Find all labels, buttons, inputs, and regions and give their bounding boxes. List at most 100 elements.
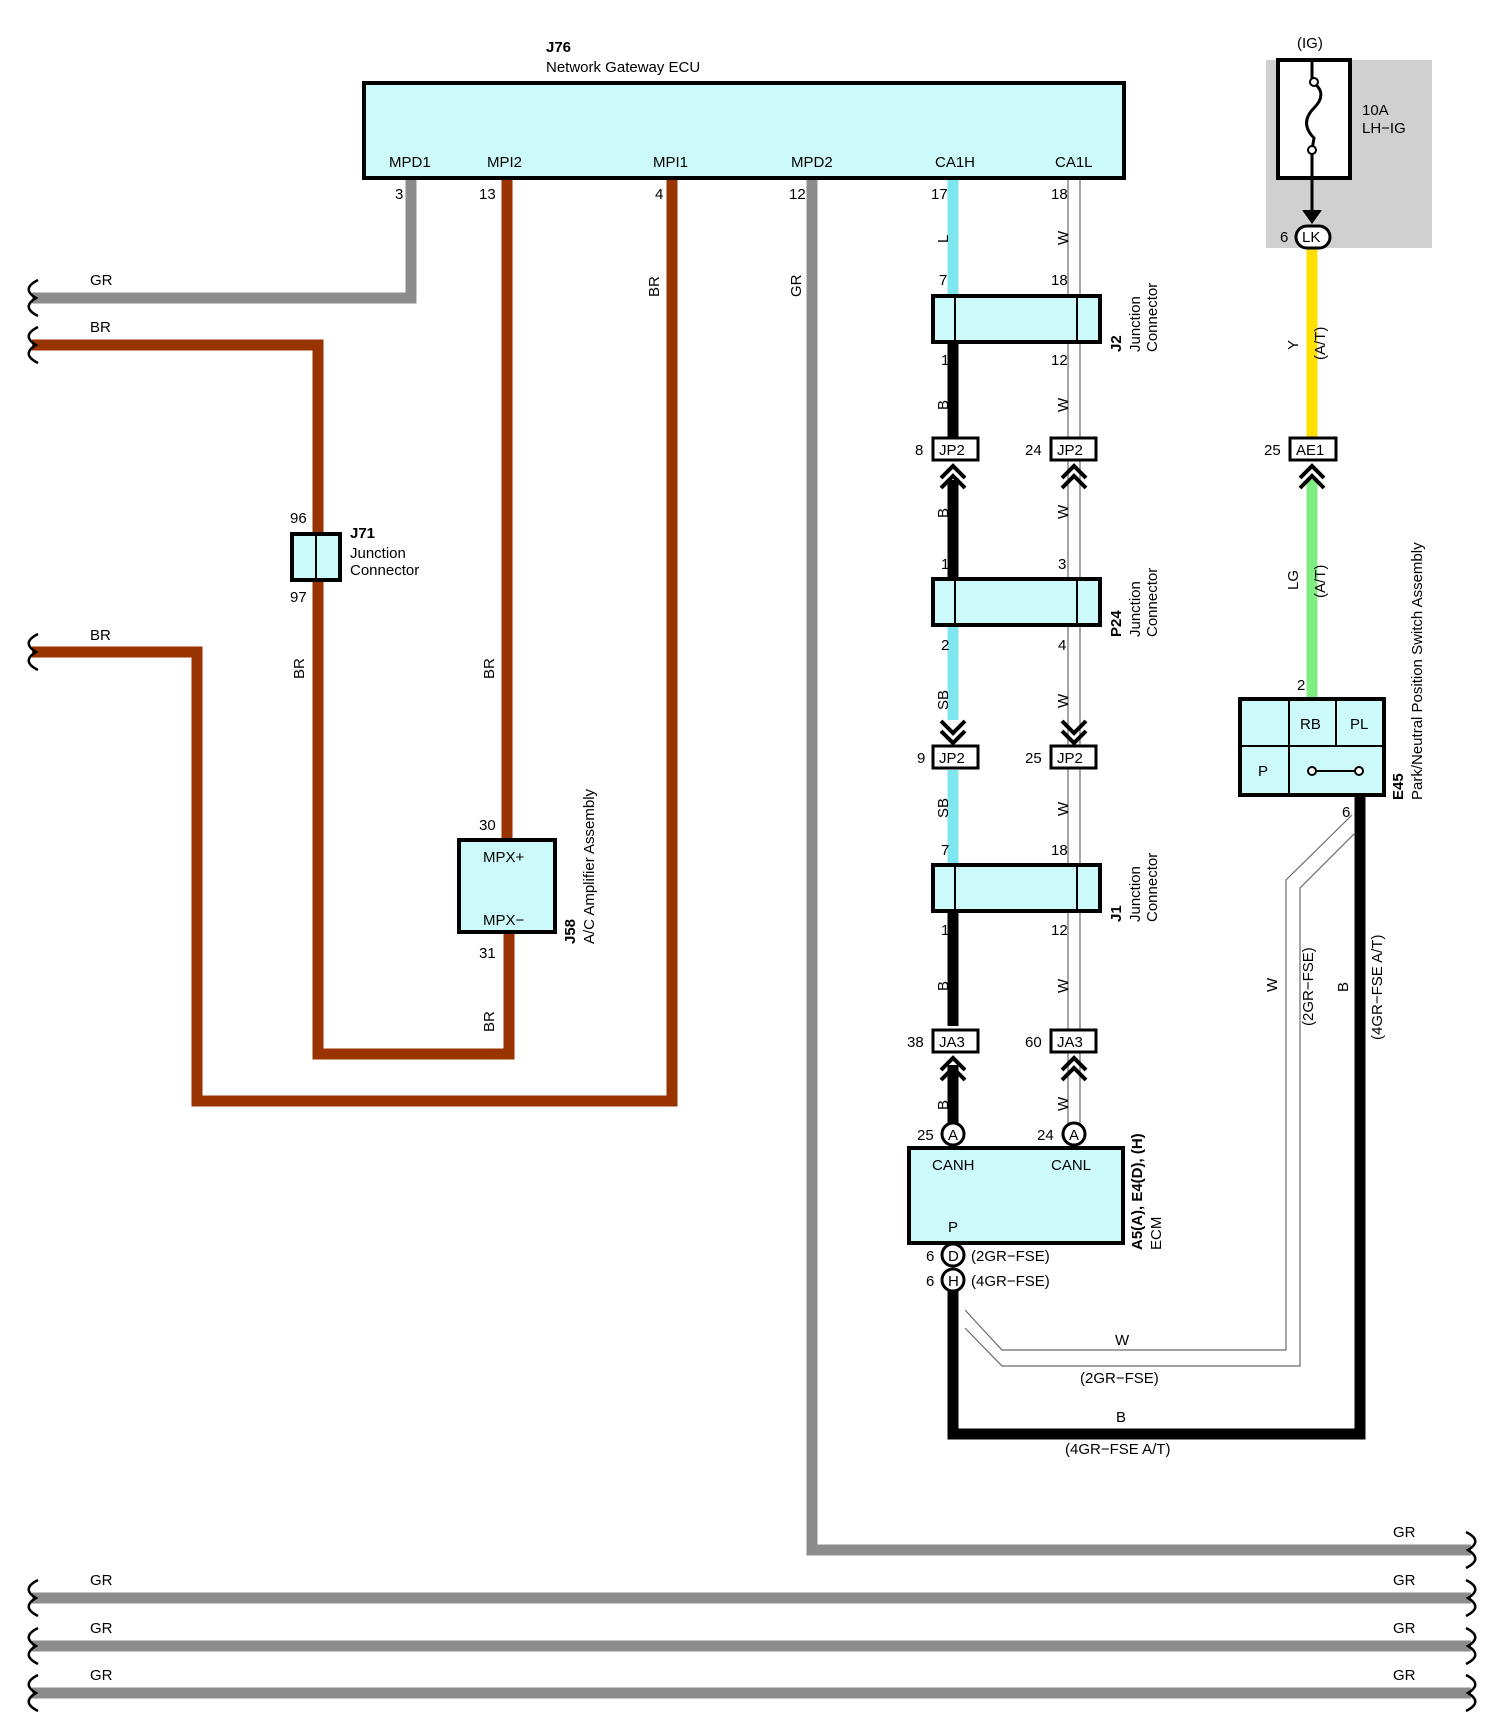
fuse-connector: LK xyxy=(1302,229,1320,246)
j1-pin-out-l: 1 xyxy=(941,922,949,939)
svg-text:JP2: JP2 xyxy=(1057,750,1083,767)
connector-jp2-9: JP2 9 xyxy=(917,719,980,770)
connector-jp2-25: JP2 25 xyxy=(1025,719,1098,770)
wc-b-4gr-h: B xyxy=(1116,1409,1126,1426)
wc-b-4gr-h-note: (4GR−FSE A/T) xyxy=(1065,1441,1170,1458)
j58-id: J58 xyxy=(562,919,579,944)
wc-b-3: B xyxy=(935,981,952,991)
svg-text:38: 38 xyxy=(907,1034,924,1051)
wc-gr-l3: GR xyxy=(90,1620,113,1637)
junction-connector-j71: 96 97 J71 Junction Connector xyxy=(290,510,419,606)
terminal-ca1h: CA1H xyxy=(935,154,975,171)
ecm-conn-a-right: A xyxy=(1069,1127,1079,1144)
wc-b-4gr-v: B xyxy=(1335,982,1352,992)
wc-l: L xyxy=(935,235,952,243)
j71-pin-bottom: 97 xyxy=(290,589,307,606)
p24-pin-out-l: 2 xyxy=(941,637,949,654)
chevron-up-icon xyxy=(1060,463,1088,490)
p24-pin-out-r: 4 xyxy=(1058,637,1066,654)
svg-text:60: 60 xyxy=(1025,1034,1042,1051)
wc-b-4: B xyxy=(935,1100,952,1110)
j2-id: J2 xyxy=(1108,335,1125,352)
fuse-source: (IG) xyxy=(1297,35,1323,52)
j58-name: A/C Amplifier Assembly xyxy=(581,788,598,944)
wc-br-2: BR xyxy=(90,627,111,644)
wc-b-2: B xyxy=(935,508,952,518)
wc-w-7: W xyxy=(1055,1096,1072,1111)
j2-pin-out-l: 1 xyxy=(941,352,949,369)
fuse-arrow-icon xyxy=(1302,210,1322,224)
chevron-up-icon xyxy=(939,1055,967,1082)
terminal-mpi1: MPI1 xyxy=(653,154,688,171)
chevron-up-icon xyxy=(1060,1055,1088,1082)
wc-b-4gr-v-note: (4GR−FSE A/T) xyxy=(1369,935,1386,1040)
wc-w-1: W xyxy=(1055,230,1072,245)
p24-line2: Connector xyxy=(1144,568,1161,637)
connector-ja3-38: JA3 38 xyxy=(907,1028,980,1082)
switch-contact-icon xyxy=(1307,766,1364,776)
wc-br-1: BR xyxy=(90,319,111,336)
e45-cell-rb: RB xyxy=(1300,716,1321,733)
svg-text:24: 24 xyxy=(1025,442,1042,459)
connector-jp2-24: JP2 24 xyxy=(1025,436,1098,490)
svg-text:JA3: JA3 xyxy=(939,1034,965,1051)
svg-text:8: 8 xyxy=(915,442,923,459)
j1-line1: Junction xyxy=(1127,866,1144,922)
wc-gr-r1: GR xyxy=(1393,1524,1416,1541)
ecm-term-canh: CANH xyxy=(932,1157,975,1174)
ecm-conn-a-left: A xyxy=(948,1127,958,1144)
p24-line1: Junction xyxy=(1127,581,1144,637)
j71-pin-top: 96 xyxy=(290,510,307,527)
fuse-name: LH−IG xyxy=(1362,120,1406,137)
svg-text:25: 25 xyxy=(1025,750,1042,767)
wire-gr-mpd2 xyxy=(806,180,1471,1556)
wc-br-v1: BR xyxy=(291,658,308,679)
connector-jp2-8: JP2 8 xyxy=(915,436,980,490)
j1-pin-in-r: 18 xyxy=(1051,842,1068,859)
wc-gr-r2: GR xyxy=(1393,1572,1416,1589)
connector-ae1: AE1 25 xyxy=(1264,436,1338,490)
j71-id: J71 xyxy=(350,525,375,542)
junction-connector-j2: 7 18 1 12 J2 Junction Connector xyxy=(931,272,1161,369)
j58-pin-bottom: 31 xyxy=(479,945,496,962)
ecm-pin-d: 6 xyxy=(926,1248,934,1265)
e45-pin-in: 2 xyxy=(1297,677,1305,694)
chevron-up-icon xyxy=(939,463,967,490)
j58-pin-top: 30 xyxy=(479,817,496,834)
ecm-term-canl: CANL xyxy=(1051,1157,1091,1174)
wc-w-6: W xyxy=(1055,978,1072,993)
wc-b-1: B xyxy=(935,400,952,410)
j1-line2: Connector xyxy=(1144,853,1161,922)
svg-text:JP2: JP2 xyxy=(1057,442,1083,459)
terminal-mpd1: MPD1 xyxy=(389,154,431,171)
park-neutral-switch-e45: RB PL P 2 6 E45 Park/Neutral Position Sw… xyxy=(1238,542,1426,821)
ecm-id: A5(A), E4(D), (H) xyxy=(1129,1133,1146,1250)
wc-w-2gr-v-note: (2GR−FSE) xyxy=(1300,947,1317,1026)
ecm: A A 25 24 CANH CANL P A5(A), E4(D), (H) … xyxy=(907,1121,1165,1293)
j2-line2: Connector xyxy=(1144,283,1161,352)
wire-gr-mpd1 xyxy=(32,180,417,304)
ecm-pin-canh: 25 xyxy=(917,1127,934,1144)
chevron-down-icon xyxy=(1060,719,1088,746)
terminal-ca1l: CA1L xyxy=(1055,154,1093,171)
wc-gr-l4: GR xyxy=(90,1667,113,1684)
e45-name: Park/Neutral Position Switch Assembly xyxy=(1409,542,1426,800)
p24-id: P24 xyxy=(1108,610,1125,637)
wc-w-2: W xyxy=(1055,397,1072,412)
e45-cell-pl: PL xyxy=(1350,716,1368,733)
ecm-pin-canl: 24 xyxy=(1037,1127,1054,1144)
wc-w-4: W xyxy=(1055,693,1072,708)
pin-ca1l: 18 xyxy=(1051,186,1068,203)
j71-line2: Connector xyxy=(350,562,419,579)
p24-pin-in-l: 1 xyxy=(941,556,949,573)
wc-gr-r3: GR xyxy=(1393,1620,1416,1637)
wc-br-v3: BR xyxy=(481,1011,498,1032)
wire-br-mpi1 xyxy=(32,180,678,1107)
pin-mpi1: 4 xyxy=(655,186,663,203)
j1-pin-in-l: 7 xyxy=(941,842,949,859)
wire-br-j71 xyxy=(32,339,515,1060)
svg-text:JP2: JP2 xyxy=(939,442,965,459)
chevron-down-icon xyxy=(939,719,967,746)
wc-y: Y xyxy=(1285,340,1302,350)
